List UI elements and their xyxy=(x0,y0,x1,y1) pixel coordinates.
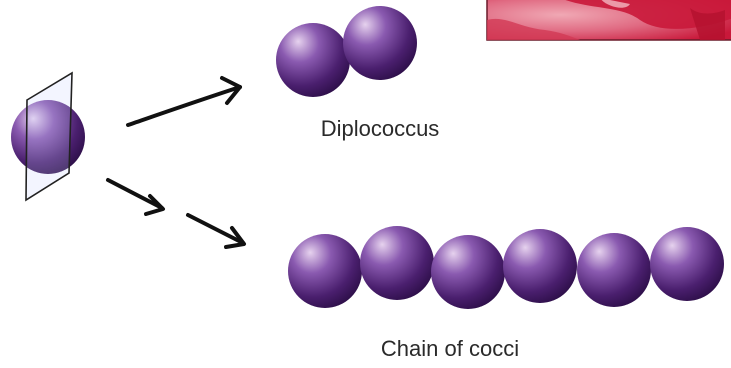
diplococcus xyxy=(276,6,417,97)
chain-cell xyxy=(503,229,577,303)
arrow-to-diplococcus xyxy=(126,76,242,127)
chain-cell xyxy=(650,227,724,301)
chain-cell xyxy=(577,233,651,307)
chain-of-cocci xyxy=(288,226,724,309)
chain-of-cocci-label: Chain of cocci xyxy=(380,336,520,361)
single-coccus xyxy=(11,71,85,202)
chain-cell xyxy=(288,234,362,308)
micrograph-inset xyxy=(486,0,731,41)
diplococcus-cell-left xyxy=(276,23,350,97)
division-plane xyxy=(25,71,73,202)
chain-cell xyxy=(431,235,505,309)
chain-cell xyxy=(360,226,434,300)
arrow-to-chain xyxy=(106,178,246,249)
diplococcus-cell-right xyxy=(343,6,417,80)
diplococcus-label: Diplococcus xyxy=(320,116,440,141)
coccus-cell xyxy=(11,100,85,174)
